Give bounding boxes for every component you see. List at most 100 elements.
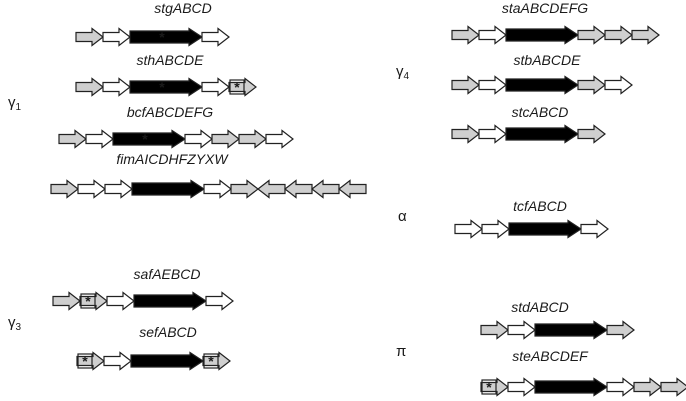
gene-arrow xyxy=(230,179,259,199)
gene-arrow xyxy=(102,27,131,47)
operon-name-stc: stcABCD xyxy=(512,104,569,120)
class-subscript: 1 xyxy=(16,102,22,113)
usher-gene-arrow xyxy=(131,179,206,199)
gene-arrows: ******** xyxy=(50,25,686,397)
gene-arrow xyxy=(451,75,480,95)
gene-arrow xyxy=(202,351,231,371)
usher-gene-arrow xyxy=(129,77,204,97)
gene-arrow xyxy=(454,219,483,239)
class-subscript: 3 xyxy=(16,322,22,333)
gene-arrow xyxy=(76,351,105,371)
star-marker: * xyxy=(85,293,91,309)
operon-name-tcf: tcfABCD xyxy=(513,198,567,214)
gene-arrow xyxy=(106,291,135,311)
gene-arrow xyxy=(478,75,507,95)
star-box xyxy=(80,293,96,309)
class-label-g1: γ1 xyxy=(8,94,22,113)
operon-name-fim: fimAICDHFZYXW xyxy=(116,151,229,167)
gene-arrow xyxy=(660,377,686,397)
class-subscript: 4 xyxy=(404,71,410,82)
operon-stdABCD xyxy=(480,320,635,340)
operon-sthABCDE: ** xyxy=(75,77,257,97)
usher-gene-arrow xyxy=(505,124,580,144)
gene-arrow xyxy=(103,351,132,371)
gene-arrow xyxy=(102,77,131,97)
gene-arrow xyxy=(577,25,606,45)
gene-arrow xyxy=(480,377,509,397)
gene-arrow xyxy=(79,291,108,311)
gene-arrow xyxy=(478,124,507,144)
gene-arrow xyxy=(85,129,114,149)
usher-gene-arrow xyxy=(505,25,580,45)
operon-name-stg: stgABCD xyxy=(154,0,212,16)
star-marker: * xyxy=(208,353,214,369)
operon-stbABCDE xyxy=(451,75,633,95)
gene-arrow xyxy=(606,320,635,340)
gene-arrow xyxy=(631,25,660,45)
usher-gene-arrow xyxy=(133,291,208,311)
gene-arrow xyxy=(451,124,480,144)
class-symbol: π xyxy=(396,343,406,360)
operon-fimAICDHFZYXW xyxy=(50,179,367,199)
operon-stcABCD xyxy=(451,124,606,144)
usher-gene-arrow xyxy=(129,27,204,47)
operon-bcfABCDEFG: * xyxy=(58,129,294,149)
star-marker: * xyxy=(159,79,165,95)
class-label-g4: γ4 xyxy=(396,63,410,82)
gene-arrow xyxy=(507,320,536,340)
gene-arrow xyxy=(257,179,286,199)
operon-name-sth: sthABCDE xyxy=(137,52,205,68)
usher-gene-arrow xyxy=(130,351,205,371)
gene-arrow xyxy=(52,291,81,311)
operon-name-ste: steABCDEF xyxy=(512,348,589,364)
operon-steABCDEF: * xyxy=(480,377,686,397)
gene-arrow xyxy=(577,124,606,144)
gene-arrow xyxy=(211,129,240,149)
star-marker: * xyxy=(142,131,148,147)
class-label-alpha: α xyxy=(398,208,407,225)
operon-staABCDEFG xyxy=(451,25,660,45)
gene-arrow xyxy=(451,25,480,45)
operon-name-saf: safAEBCD xyxy=(134,266,201,282)
star-marker: * xyxy=(82,353,88,369)
star-marker: * xyxy=(234,79,240,95)
gene-arrow xyxy=(311,179,340,199)
class-label-g3: γ3 xyxy=(8,314,22,333)
gene-arrow xyxy=(633,377,662,397)
class-symbol: γ xyxy=(396,63,404,80)
gene-arrow xyxy=(284,179,313,199)
usher-gene-arrow xyxy=(505,75,580,95)
gene-arrow xyxy=(478,25,507,45)
gene-arrow xyxy=(480,320,509,340)
usher-gene-arrow xyxy=(508,219,583,239)
gene-arrow xyxy=(50,179,79,199)
operon-name-sef: sefABCD xyxy=(139,324,197,340)
star-marker: * xyxy=(486,379,492,395)
operon-name-bcf: bcfABCDEFG xyxy=(127,104,213,120)
gene-arrow xyxy=(577,75,606,95)
operon-name-std: stdABCD xyxy=(511,299,569,315)
gene-arrow xyxy=(75,77,104,97)
gene-arrow xyxy=(481,219,510,239)
star-box xyxy=(77,353,93,369)
operon-stgABCD: * xyxy=(75,27,230,47)
gene-arrow xyxy=(203,179,232,199)
gene-arrow xyxy=(201,27,230,47)
gene-arrow xyxy=(75,27,104,47)
gene-arrow xyxy=(201,77,230,97)
gene-arrow xyxy=(507,377,536,397)
gene-arrow xyxy=(238,129,267,149)
gene-arrow xyxy=(228,77,257,97)
operon-sefABCD: ** xyxy=(76,351,231,371)
operon-name-stb: stbABCDE xyxy=(514,52,582,68)
gene-arrow xyxy=(580,219,609,239)
operon-name-sta: staABCDEFG xyxy=(502,0,588,16)
class-symbol: α xyxy=(398,208,407,225)
star-marker: * xyxy=(159,29,165,45)
gene-arrow xyxy=(338,179,367,199)
gene-arrow xyxy=(205,291,234,311)
gene-arrow xyxy=(604,75,633,95)
gene-arrow xyxy=(604,25,633,45)
class-symbol: γ xyxy=(8,314,16,331)
